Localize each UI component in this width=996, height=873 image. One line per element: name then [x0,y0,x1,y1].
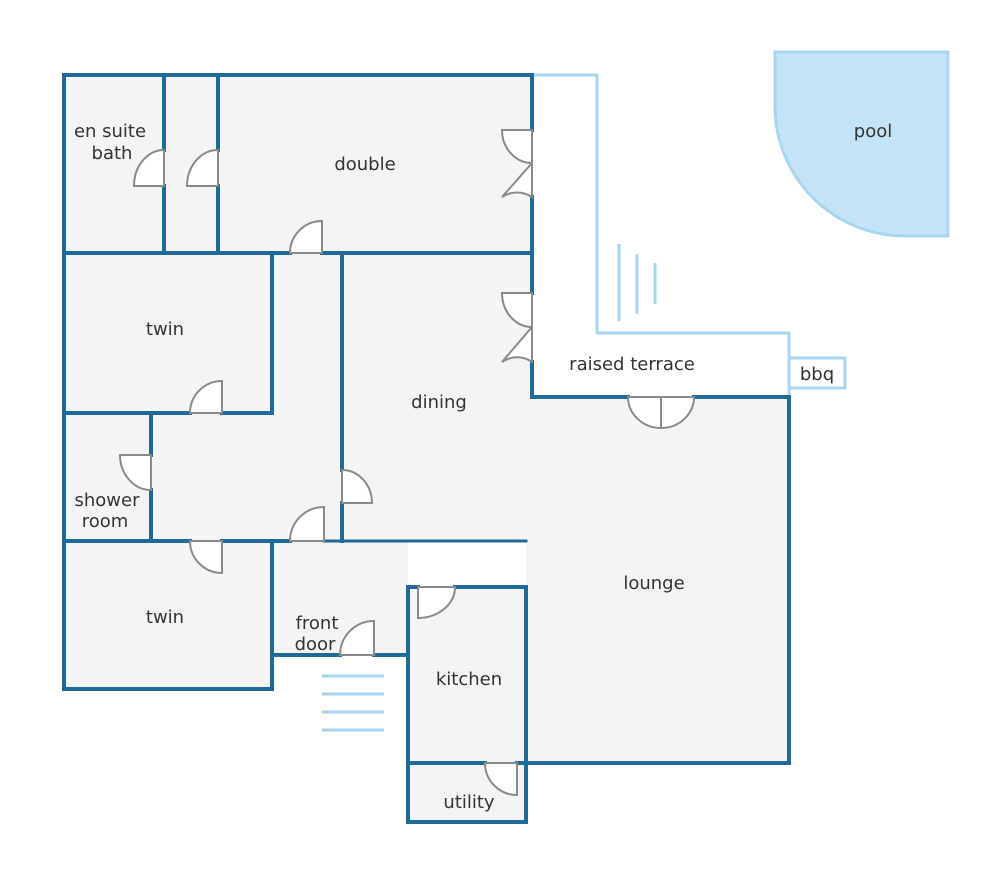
front-door-label: door [295,634,336,655]
front-door-icon [338,619,375,656]
dining-label: dining [411,392,467,413]
double-door-icon [288,219,323,254]
raised-terrace-outline [532,73,791,397]
en-suite-label: en suite [74,121,146,142]
en-suite-door-icon [132,148,165,187]
front-door-label: front [296,613,339,634]
twin-lower-door-icon [188,540,223,575]
shower-room-label: room [82,511,129,532]
raised-terrace-label: raised terrace [569,354,695,375]
utility-label: utility [443,792,495,813]
lounge-patio-door-icon [660,396,696,430]
twin-upper-label: twin [146,319,184,340]
double-label: double [334,154,395,175]
bbq-box [787,356,847,390]
terrace-steps-icon [617,244,657,321]
front-steps-icon [322,674,384,732]
dining-patio-door-icon [501,324,533,364]
walls [62,73,791,824]
floor-fill [64,75,789,822]
lounge-label: lounge [623,573,684,594]
pool-label: pool [854,121,892,142]
double-patio-door-icon [500,129,533,165]
pool-shape [773,50,950,238]
shower-room-label: shower [75,490,141,511]
twin-upper-door-icon [188,379,223,414]
kitchen-door-icon [417,586,457,620]
dining-door-icon [341,468,374,504]
en-suite-label: bath [92,143,133,164]
dining-patio-door-icon [500,292,533,329]
shower-room-door-icon [118,454,152,492]
wardrobe-door-icon [185,148,219,187]
utility-door-icon [483,762,518,797]
twin-lower-label: twin [146,607,184,628]
hall-door-icon [288,505,325,542]
bbq-label: bbq [800,364,834,385]
kitchen-label: kitchen [436,669,502,690]
double-patio-door-icon [501,160,533,199]
